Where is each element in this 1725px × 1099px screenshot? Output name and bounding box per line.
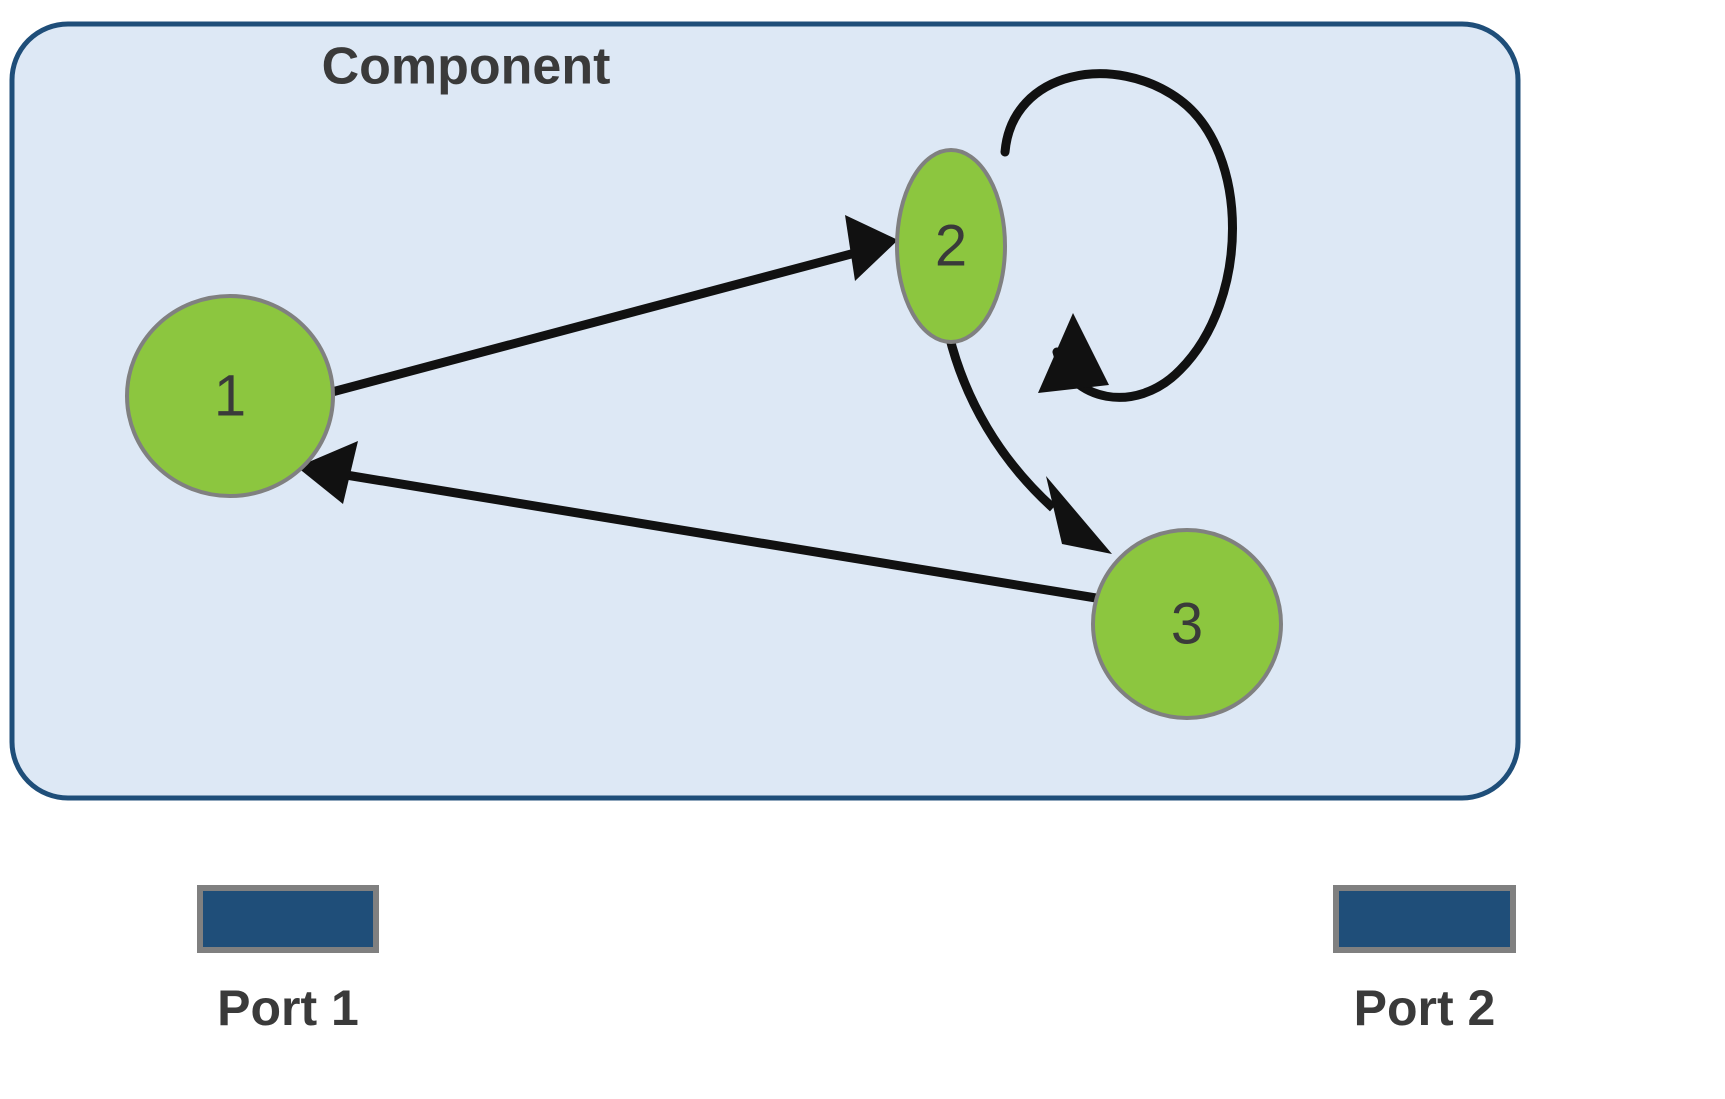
node-layer: 1 2 3: [125, 148, 1283, 720]
port-2[interactable]: Port 2: [1333, 885, 1516, 1036]
node-3-label: 3: [1171, 592, 1203, 657]
edge-layer: [297, 69, 1237, 603]
edge-2-to-3-path[interactable]: [944, 333, 1057, 512]
node-3-circle[interactable]: [1091, 528, 1283, 720]
edge-3-to-1[interactable]: [297, 441, 1097, 603]
edge-2-to-2-self-loop[interactable]: [1000, 69, 1237, 402]
edge-2-to-3[interactable]: [944, 333, 1112, 554]
port-2-label: Port 2: [1354, 980, 1496, 1036]
port-2-rect[interactable]: [1333, 885, 1516, 953]
port-1[interactable]: Port 1: [197, 885, 379, 1036]
port-1-rect[interactable]: [197, 885, 379, 953]
node-1-label: 1: [214, 364, 246, 429]
edge-1-to-2-path[interactable]: [330, 244, 872, 397]
edge-1-to-2[interactable]: [330, 215, 898, 397]
node-3[interactable]: 3: [1091, 528, 1283, 720]
edge-2-to-2-arrowhead: [1038, 313, 1109, 393]
edge-2-to-2-path[interactable]: [1000, 69, 1237, 402]
edge-3-to-1-path[interactable]: [345, 470, 1097, 603]
node-2[interactable]: 2: [895, 148, 1007, 344]
node-2-label: 2: [935, 214, 967, 279]
node-1[interactable]: 1: [125, 294, 335, 498]
edge-2-to-3-arrowhead: [1046, 476, 1112, 554]
port-layer: Port 1 Port 2: [197, 885, 1516, 1036]
edge-3-to-1-arrowhead: [297, 441, 358, 504]
node-2-circle[interactable]: [895, 148, 1007, 344]
edge-1-to-2-arrowhead: [845, 215, 898, 281]
component-title: Component: [322, 38, 611, 96]
node-1-circle[interactable]: [125, 294, 335, 498]
port-1-label: Port 1: [217, 980, 359, 1036]
